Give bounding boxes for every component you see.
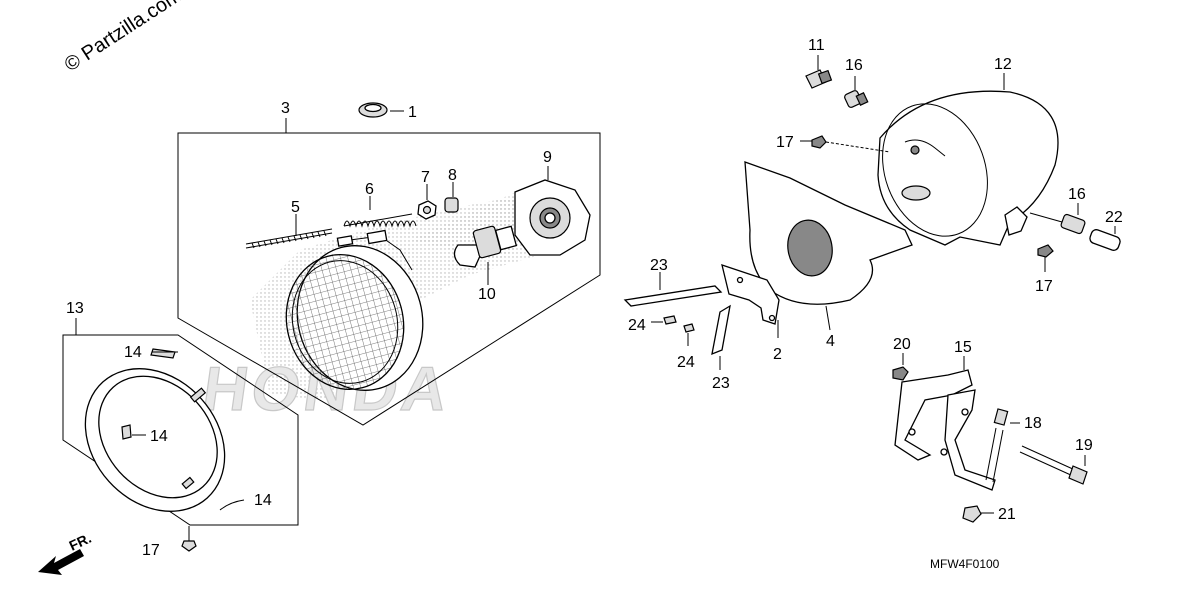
- headlight-unit-group: [177, 102, 601, 426]
- callout-18: 18: [1024, 415, 1042, 432]
- callout-17-right: 17: [1035, 278, 1053, 295]
- callout-23-bottom: 23: [712, 375, 730, 392]
- socket-cover-part-9: [514, 166, 591, 256]
- bracket-part-2: [721, 264, 780, 338]
- bolt-part-17-left: [181, 526, 197, 552]
- bolt-part-17-top: [800, 135, 891, 153]
- callout-19: 19: [1075, 437, 1093, 454]
- stay-bracket-part-15: [894, 356, 996, 491]
- callout-21: 21: [998, 506, 1016, 523]
- bolt-part-18: [985, 408, 1020, 483]
- stay-group: [892, 353, 1088, 523]
- spring-part-6: [343, 196, 417, 228]
- callout-10: 10: [478, 286, 496, 303]
- callout-labels: 1 3 5 6 7 8 9 10 13 14 14 14 17 11 16 12…: [66, 37, 1123, 559]
- callout-3: 3: [281, 100, 290, 117]
- callout-8: 8: [448, 167, 457, 184]
- collar-part-8: [444, 182, 459, 213]
- clip-part-14-mid: [121, 424, 132, 440]
- callout-15: 15: [954, 339, 972, 356]
- callout-16-top: 16: [845, 57, 863, 74]
- callout-16-right: 16: [1068, 186, 1086, 203]
- callout-7: 7: [421, 169, 430, 186]
- adjust-screw-part-5: [245, 214, 333, 249]
- callout-20: 20: [893, 336, 911, 353]
- cap-part-11: [805, 55, 833, 89]
- callout-4: 4: [826, 333, 835, 350]
- svg-text:FR.: FR.: [67, 530, 94, 554]
- callout-24-b: 24: [677, 354, 695, 371]
- nut-part-21: [962, 505, 994, 523]
- strap-part-23-bottom: [711, 304, 731, 370]
- bolt-part-17-right: [1037, 244, 1054, 272]
- callout-14-mid: 14: [150, 428, 168, 445]
- bulb-part-10: [453, 225, 518, 285]
- callout-13: 13: [66, 300, 84, 317]
- screw-part-24-b: [683, 323, 695, 346]
- callout-24-a: 24: [628, 317, 646, 334]
- callout-11: 11: [808, 37, 825, 54]
- bushing-part-22: [1089, 226, 1121, 251]
- bolt-part-19: [1019, 445, 1088, 485]
- nut-part-20: [892, 353, 909, 381]
- nut-part-7: [417, 184, 437, 220]
- clip-part-14-bottom: [219, 499, 245, 511]
- headlight-lens: [285, 229, 424, 391]
- callout-23-top: 23: [650, 257, 668, 274]
- strap-part-23-top: [623, 272, 723, 307]
- watermark-text: © Partzilla.com: [61, 0, 186, 76]
- callout-17-top: 17: [776, 134, 794, 151]
- collar-part-16-top: [844, 76, 869, 108]
- shield-plate-part-4: [744, 161, 913, 331]
- callout-12: 12: [994, 56, 1012, 73]
- callout-14-top: 14: [124, 344, 142, 361]
- front-arrow-icon: FR.: [38, 530, 94, 575]
- callout-14-bottom: 14: [254, 492, 272, 509]
- callout-1: 1: [408, 104, 417, 121]
- clip-part-14-top: [150, 348, 176, 359]
- diagram-code: MFW4F0100: [930, 557, 1000, 571]
- callout-17-left: 17: [142, 542, 160, 559]
- rim-group: [62, 318, 299, 552]
- callout-22: 22: [1105, 209, 1123, 226]
- callout-5: 5: [291, 199, 300, 216]
- grommet-part-1: [358, 102, 404, 118]
- screw-part-24-a: [651, 315, 677, 325]
- headlight-rim: [84, 368, 226, 512]
- headlight-case-group: [623, 55, 1121, 370]
- collar-part-16-right: [1029, 203, 1086, 235]
- callout-6: 6: [365, 181, 374, 198]
- headlight-case-part-12: [877, 90, 1059, 246]
- callout-9: 9: [543, 149, 552, 166]
- callout-2: 2: [773, 346, 782, 363]
